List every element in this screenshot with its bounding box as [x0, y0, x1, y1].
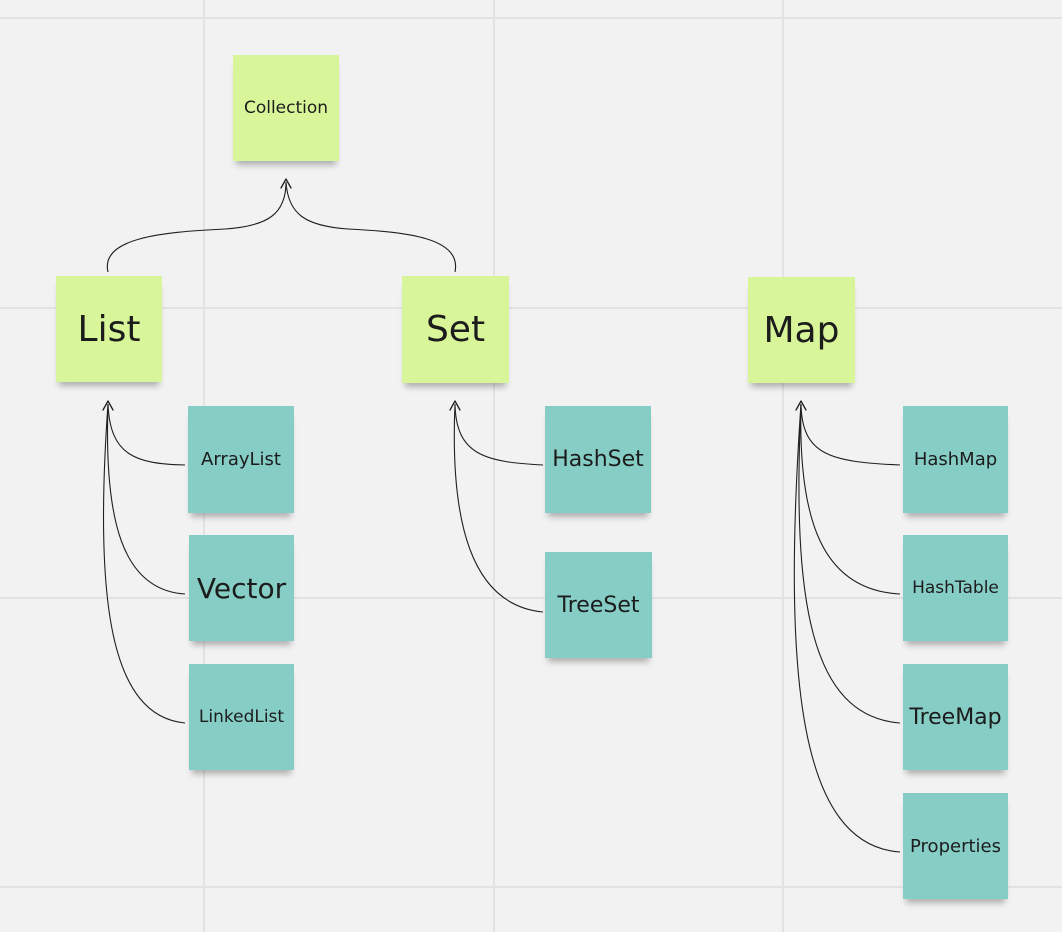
note-label: Map	[763, 309, 840, 351]
note-hashmap[interactable]: HashMap	[903, 406, 1008, 513]
grid-line	[0, 886, 1062, 888]
note-label: HashTable	[912, 578, 999, 598]
grid-line	[0, 17, 1062, 19]
edge-hashset-to-set	[454, 403, 544, 466]
arrowhead	[102, 400, 114, 411]
note-label: HashMap	[913, 449, 998, 470]
note-hashtable[interactable]: HashTable	[903, 535, 1008, 641]
edge-treemap-to-map	[798, 403, 901, 724]
arrowhead	[795, 400, 807, 411]
note-properties[interactable]: Properties	[903, 793, 1008, 899]
edge-arraylist-to-list	[107, 403, 186, 466]
note-label: Collection	[243, 98, 329, 118]
note-set[interactable]: Set	[402, 276, 509, 383]
note-label: ArrayList	[201, 449, 281, 470]
note-treeset[interactable]: TreeSet	[545, 552, 652, 658]
note-map[interactable]: Map	[748, 277, 855, 383]
note-hashset[interactable]: HashSet	[545, 406, 651, 513]
grid-line	[493, 0, 495, 932]
edge-treeset-to-set	[453, 403, 544, 613]
edge-set-to-collection	[285, 181, 457, 273]
note-label: Properties	[910, 835, 1001, 857]
edge-vector-to-list	[106, 403, 186, 595]
note-label: HashSet	[552, 447, 644, 472]
note-label: List	[77, 308, 141, 350]
grid-line	[0, 307, 1062, 309]
grid-line	[782, 0, 784, 932]
note-treemap[interactable]: TreeMap	[903, 664, 1008, 770]
note-arraylist[interactable]: ArrayList	[188, 406, 294, 513]
edge-properties-to-map	[793, 403, 901, 853]
edge-hashtable-to-map	[800, 403, 901, 595]
note-collection[interactable]: Collection	[233, 55, 339, 161]
note-list[interactable]: List	[56, 276, 162, 382]
note-label: Vector	[196, 571, 287, 605]
edge-list-to-collection	[106, 181, 287, 273]
note-label: TreeSet	[557, 592, 640, 618]
note-label: LinkedList	[198, 707, 285, 727]
note-vector[interactable]: Vector	[189, 535, 294, 641]
grid-line	[0, 597, 1062, 599]
edge-hashmap-to-map	[800, 403, 901, 466]
arrowhead	[449, 400, 461, 411]
arrowhead	[280, 178, 292, 189]
note-linkedlist[interactable]: LinkedList	[189, 664, 294, 770]
note-label: TreeMap	[909, 704, 1002, 730]
edge-linkedlist-to-list	[102, 403, 186, 724]
note-label: Set	[425, 309, 486, 350]
